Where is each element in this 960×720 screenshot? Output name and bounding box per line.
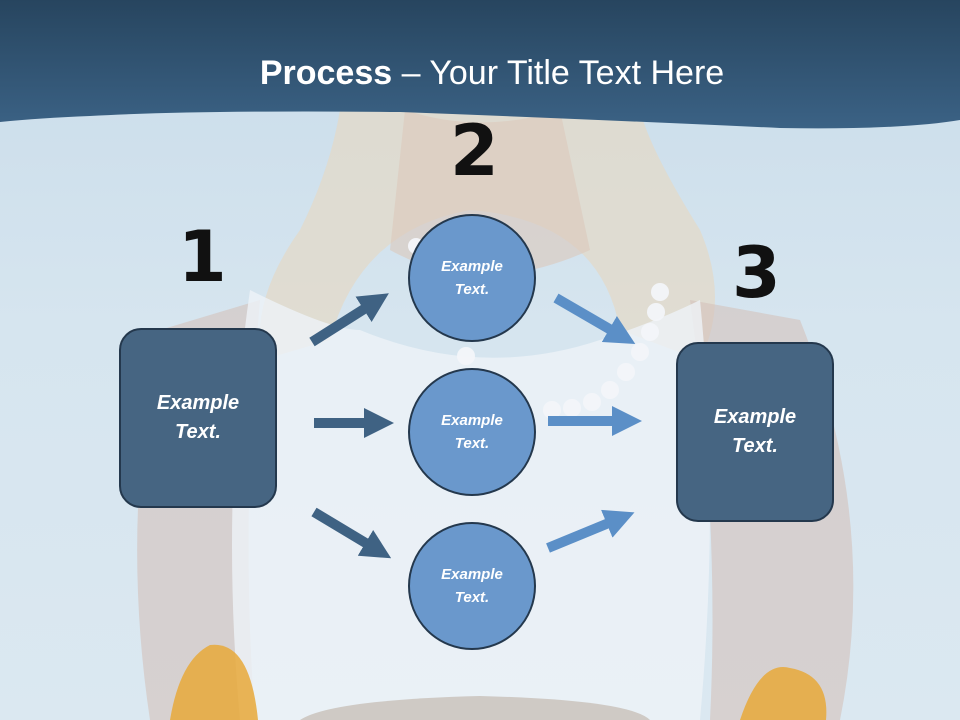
step-number-3: 3 xyxy=(732,232,781,314)
arrow-to-circle-1 xyxy=(309,293,389,347)
step-3-box: Example Text. xyxy=(676,342,834,522)
step-2-circle-bottom: Example Text. xyxy=(408,522,536,650)
step-number-2: 2 xyxy=(450,110,499,192)
step-2-circle-top: Example Text. xyxy=(408,214,536,342)
header-band xyxy=(0,0,960,129)
title-bold: Process xyxy=(259,54,393,92)
step-number-1: 1 xyxy=(178,216,227,298)
arrow-from-circle-1 xyxy=(553,293,636,345)
step-2-circle-middle: Example Text. xyxy=(408,368,536,496)
step-1-box: Example Text. xyxy=(119,328,277,508)
arrow-to-circle-3 xyxy=(311,507,392,559)
arrow-from-circle-3 xyxy=(546,509,635,553)
title-rest: – Your Title Text Here xyxy=(392,54,725,92)
slide-title: Process – Your Title Text Here xyxy=(0,54,960,93)
